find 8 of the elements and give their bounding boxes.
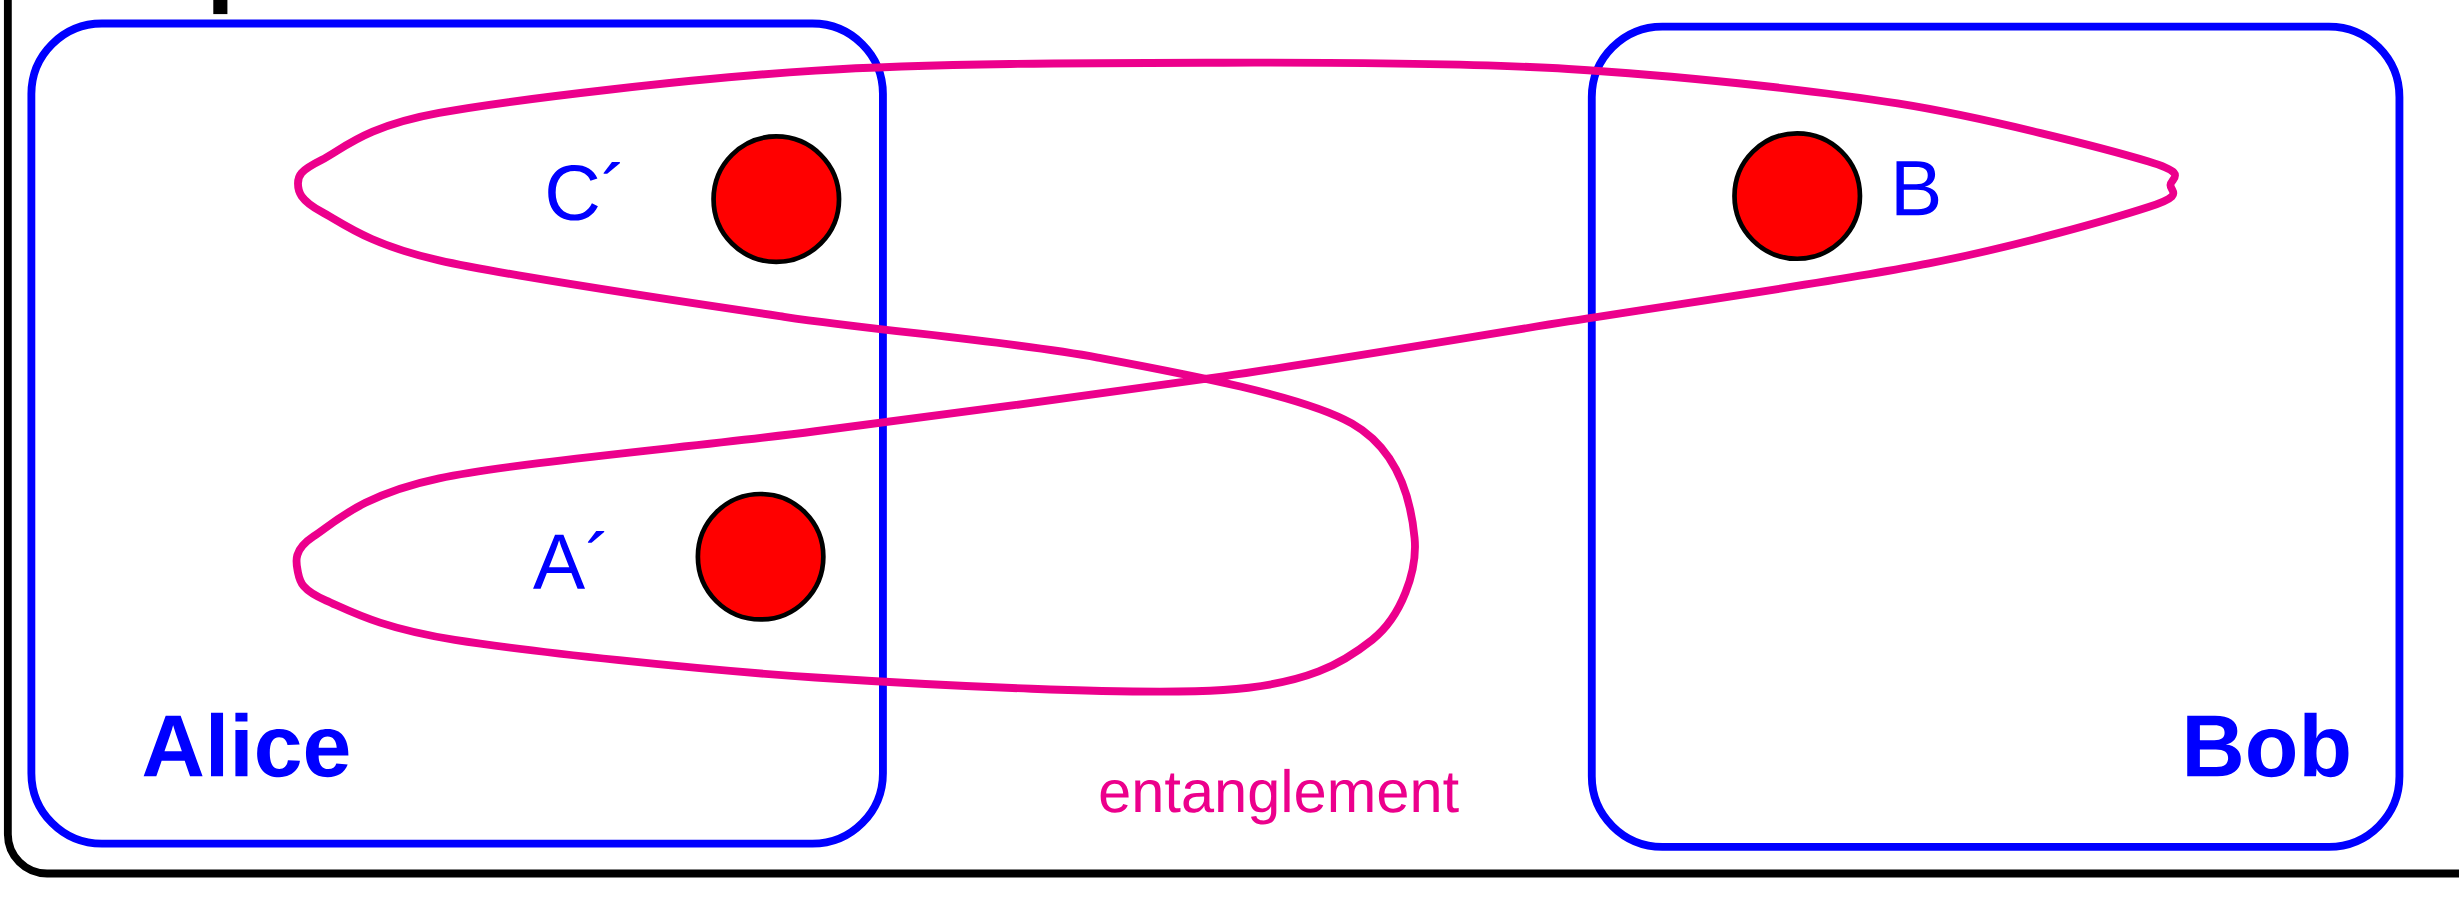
particle-circle [1732, 130, 1863, 261]
particle-circle [695, 491, 826, 622]
particle-label: A´ [533, 530, 605, 589]
particle-label: B [1896, 161, 1939, 215]
entanglement-loop [292, 58, 2180, 696]
particle-circle [711, 133, 842, 265]
particle-label: C´ [548, 161, 620, 221]
loop-label: entanglement [1100, 768, 1459, 825]
